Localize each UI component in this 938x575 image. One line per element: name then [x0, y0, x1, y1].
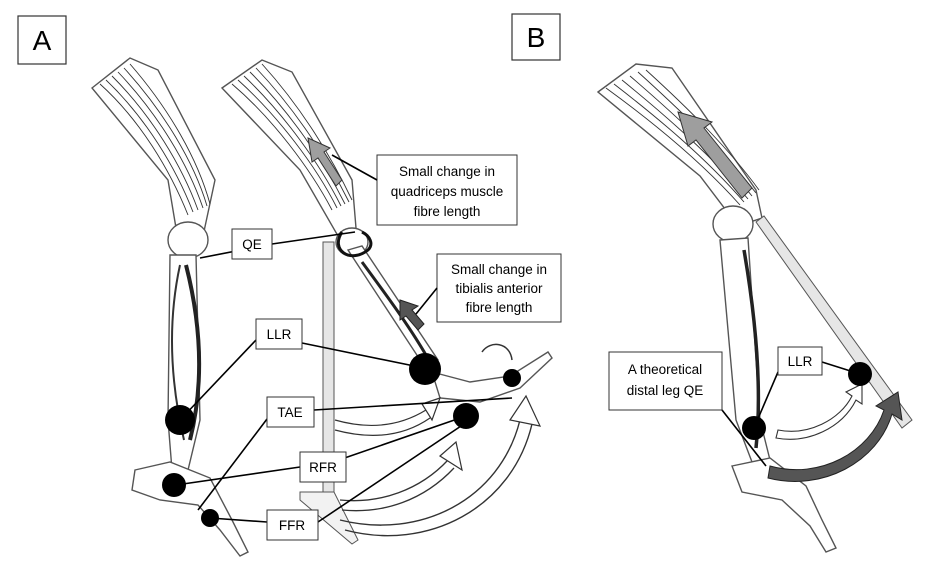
- b-thigh-outline: [596, 63, 763, 227]
- svg-text:fibre length: fibre length: [466, 300, 533, 315]
- b-llr-leader-1: [753, 371, 779, 429]
- panel-b-label-box: [511, 13, 561, 61]
- panel-a-label-box: [17, 15, 67, 65]
- arc-inner: [334, 409, 427, 427]
- node-left-shank: [165, 405, 195, 435]
- panel-b: B LLR: [511, 13, 913, 553]
- left-knee: [167, 221, 209, 259]
- arc-outer-2: [344, 423, 533, 537]
- left-thigh-fibers: [99, 63, 211, 216]
- arc-inner-2: [334, 417, 431, 436]
- svg-text:QE: QE: [242, 237, 262, 252]
- arc-mid-head: [439, 440, 463, 472]
- callout-theoretical-qe: A theoretical distal leg QE: [608, 351, 723, 411]
- label-llr-b: LLR: [777, 346, 823, 376]
- node-right-ankle: [409, 353, 441, 385]
- label-llr-a: LLR: [255, 318, 303, 350]
- tibialis-change-arrow: [399, 299, 425, 331]
- b-llr-leader-2: [821, 361, 861, 375]
- svg-text:TAE: TAE: [277, 405, 302, 420]
- svg-text:tibialis anterior: tibialis anterior: [455, 281, 543, 296]
- svg-text:fibre length: fibre length: [414, 204, 481, 219]
- svg-text:LLR: LLR: [267, 327, 292, 342]
- svg-text:A theoretical: A theoretical: [628, 362, 702, 377]
- label-ffr: FFR: [266, 509, 319, 541]
- callout-quadriceps: Small change in quadriceps muscle fibre …: [376, 154, 518, 226]
- svg-text:distal leg QE: distal leg QE: [627, 383, 704, 398]
- label-rfr: RFR: [299, 451, 347, 483]
- panel-b-label: B: [527, 22, 546, 53]
- panel-a-label: A: [33, 25, 52, 56]
- arc-outer: [339, 419, 521, 526]
- node-left-toe: [201, 509, 219, 527]
- knee-curl-arrow: [336, 230, 373, 258]
- arc-inner-head: [421, 397, 441, 422]
- callout-quadriceps-leader: [331, 154, 378, 181]
- b-dark-swing-arrow: [767, 391, 903, 482]
- right-foot: [430, 351, 553, 403]
- node-right-toe: [503, 369, 521, 387]
- callout-tibialis-leader: [415, 287, 438, 315]
- b-quadriceps-arrow: [677, 111, 753, 199]
- b-rod: [755, 215, 913, 429]
- svg-text:RFR: RFR: [309, 460, 337, 475]
- rotation-arrows: [334, 394, 542, 537]
- right-thigh-outline: [220, 59, 357, 237]
- left-foot: [131, 461, 249, 557]
- svg-text:Small change in: Small change in: [451, 262, 547, 277]
- rod-foot: [299, 491, 359, 545]
- b-light-swing-arrow: [775, 383, 863, 440]
- arc-outer-head: [509, 394, 542, 427]
- svg-text:FFR: FFR: [279, 518, 305, 533]
- label-qe: QE: [231, 228, 273, 260]
- label-tae: TAE: [266, 396, 315, 428]
- right-leg: [220, 59, 553, 403]
- node-right-mid: [453, 403, 479, 429]
- perturbation-rod: [299, 241, 359, 545]
- left-thigh-outline: [91, 57, 216, 251]
- svg-text:quadriceps muscle: quadriceps muscle: [391, 184, 504, 199]
- panel-a: A: [17, 15, 562, 557]
- svg-text:Small change in: Small change in: [399, 164, 495, 179]
- b-knee: [712, 205, 754, 243]
- ankle-curl-arrow: [481, 343, 513, 361]
- node-left-ankle: [162, 473, 186, 497]
- b-qe-leader: [721, 409, 767, 467]
- arc-mid: [339, 459, 449, 502]
- right-thigh-fibers: [231, 63, 353, 211]
- quadriceps-change-arrow: [307, 137, 343, 187]
- arc-mid-2: [341, 467, 455, 512]
- svg-text:LLR: LLR: [788, 354, 813, 369]
- callout-tibialis: Small change in tibialis anterior fibre …: [436, 253, 562, 323]
